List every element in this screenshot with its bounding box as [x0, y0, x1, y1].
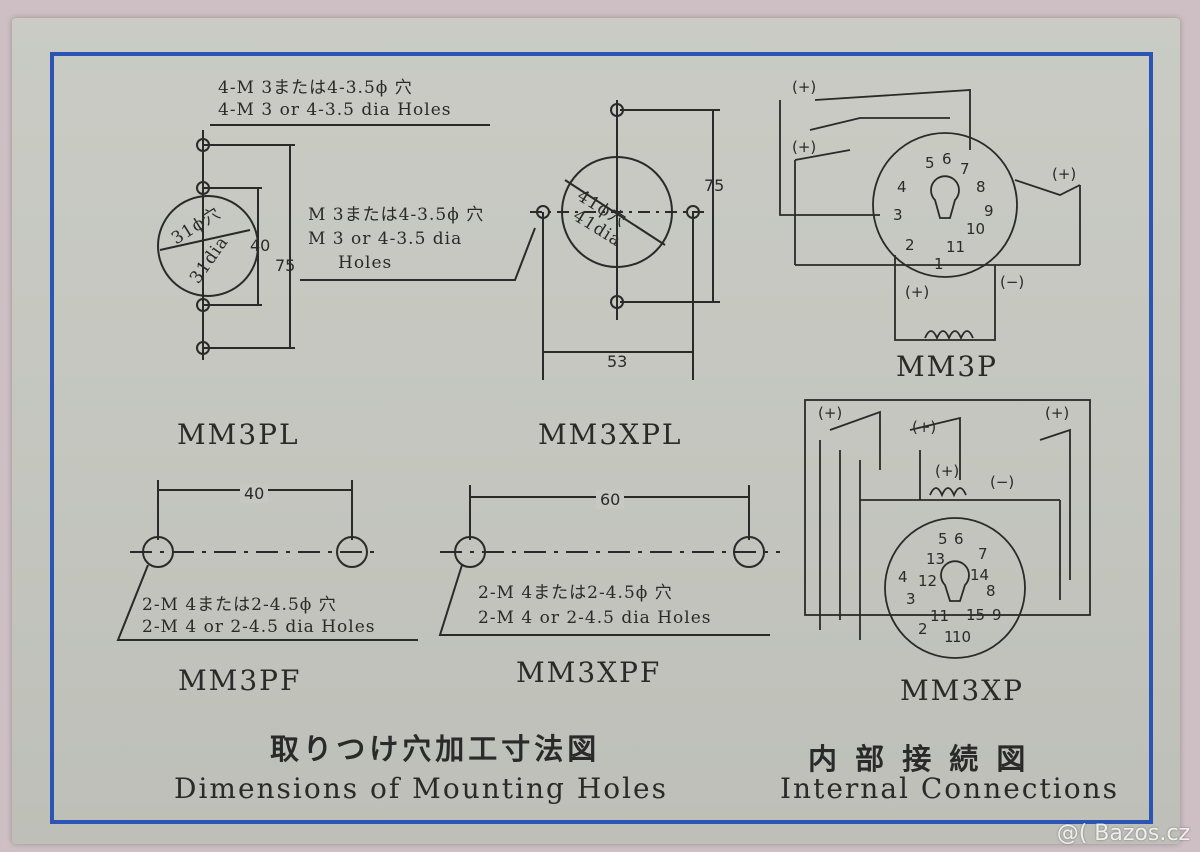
blue-border-frame [50, 52, 1153, 824]
mm3pf-model-label: MM3PF [178, 664, 302, 697]
mm3pl-note-jp: 4-M 3または4-3.5ϕ 穴 [218, 78, 413, 98]
mm3pf-drawing [116, 480, 418, 641]
mm3xpf-dim-width: 60 [596, 490, 625, 509]
mm3xp-terminal-1: 1 [944, 628, 954, 646]
mm3p-terminal-9: 9 [984, 202, 994, 220]
mm3xp-model-label: MM3XP [900, 674, 1024, 707]
mm3xpl-model-label: MM3XPL [538, 418, 683, 451]
mm3p-terminal-10: 10 [966, 220, 986, 238]
watermark-logo: @( Bazos.cz [1056, 821, 1190, 846]
mm3p-terminal-5: 5 [925, 154, 935, 172]
mm3p-terminal-2: 2 [905, 236, 915, 254]
mm3xpl-dim-height: 75 [704, 176, 725, 195]
mm3pf-dim-width: 40 [240, 484, 269, 503]
mm3p-plus-3: (+) [1052, 165, 1077, 183]
mm3xp-terminal-3: 3 [906, 590, 916, 608]
mm3xp-plus-2: (+) [912, 418, 937, 436]
mm3p-plus-2: (+) [792, 138, 817, 156]
caption-right-en: Internal Connections [780, 772, 1119, 805]
mm3xpf-note-en: 2-M 4 or 2-4.5 dia Holes [478, 608, 712, 628]
mm3xp-wiring [804, 399, 1091, 659]
mm3p-terminal-4: 4 [897, 178, 907, 196]
mm3p-model-label: MM3P [896, 350, 998, 383]
mm3xpl-note-en: M 3 or 4-3.5 dia [308, 229, 463, 249]
caption-left-jp: 取りつけ穴加工寸法図 [270, 732, 601, 766]
mm3xpf-model-label: MM3XPF [516, 656, 662, 689]
mm3xpl-note-jp: M 3または4-3.5ϕ 穴 [308, 205, 485, 225]
caption-right-jp: 内 部 接 続 図 [808, 742, 1030, 776]
mm3xp-plus-4: (+) [935, 462, 960, 480]
mm3xp-terminal-8: 8 [986, 582, 996, 600]
mm3xp-minus: (−) [990, 473, 1015, 491]
mm3xpf-note-jp: 2-M 4または2-4.5ϕ 穴 [478, 583, 673, 603]
mm3xp-terminal-14: 14 [970, 566, 990, 584]
mm3p-plus-1: (+) [792, 78, 817, 96]
mm3xp-terminal-7: 7 [978, 545, 988, 563]
mm3xp-terminal-13: 13 [926, 550, 946, 568]
mm3p-terminal-7: 7 [960, 160, 970, 178]
mm3pl-model-label: MM3PL [177, 418, 300, 451]
mm3xpl-dim-width: 53 [607, 352, 628, 371]
mm3p-minus: (−) [1000, 273, 1025, 291]
mm3p-terminal-6: 6 [942, 150, 952, 168]
mm3p-terminal-1: 1 [934, 255, 944, 273]
mm3xp-terminal-12: 12 [918, 572, 938, 590]
mm3pl-note-en: 4-M 3 or 4-3.5 dia Holes [218, 100, 452, 120]
mm3xp-terminal-11: 11 [930, 607, 950, 625]
mm3p-plus-4: (+) [905, 283, 930, 301]
mm3p-wiring [779, 89, 1081, 341]
mm3xp-terminal-10: 10 [952, 628, 972, 646]
mm3pf-note-jp: 2-M 4または2-4.5ϕ 穴 [142, 595, 337, 615]
mm3xp-terminal-2: 2 [918, 620, 928, 638]
mm3xp-terminal-4: 4 [898, 568, 908, 586]
mm3xpl-drawing [300, 100, 720, 380]
mm3xp-plus-3: (+) [1045, 404, 1070, 422]
mm3pl-dim-outer: 75 [275, 256, 296, 275]
mm3p-terminal-8: 8 [976, 178, 986, 196]
mm3xp-terminal-5: 5 [938, 530, 948, 548]
caption-left-en: Dimensions of Mounting Holes [174, 772, 668, 805]
mm3xpl-note-en-holes: Holes [338, 253, 393, 273]
mm3p-terminal-11: 11 [946, 238, 966, 256]
mm3pf-note-en: 2-M 4 or 2-4.5 dia Holes [142, 617, 376, 637]
mm3xp-terminal-9: 9 [992, 606, 1002, 624]
mm3xp-plus-1: (+) [818, 404, 843, 422]
mm3xp-terminal-6: 6 [954, 530, 964, 548]
relay-box-panel [12, 18, 1180, 844]
mm3p-terminal-3: 3 [893, 206, 903, 224]
mm3pl-dim-inner: 40 [250, 236, 271, 255]
mm3xp-terminal-15: 15 [966, 606, 986, 624]
mm3pl-drawing [157, 124, 490, 360]
